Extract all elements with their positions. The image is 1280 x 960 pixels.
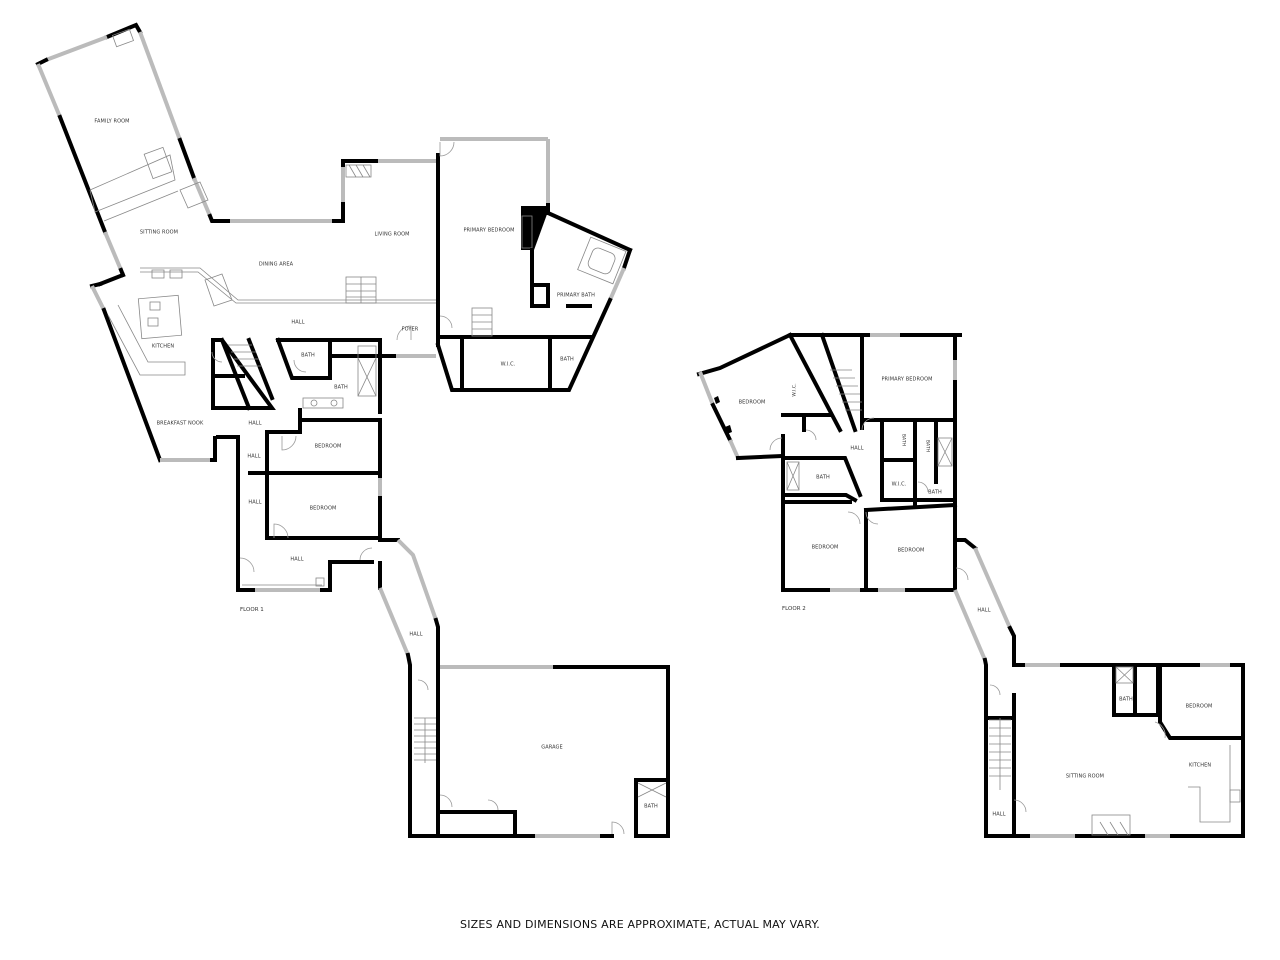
room-label-primary-bedroom: PRIMARY BEDROOM (463, 228, 514, 234)
room-label-hall-3: HALL (247, 454, 260, 460)
room-label-wic-2: W.I.C. (892, 482, 907, 488)
bath-block-walls (275, 337, 436, 422)
room-label-family-room: FAMILY ROOM (94, 119, 129, 125)
room-label-bedroom-1: BEDROOM (315, 444, 342, 450)
floor-1-labels: FAMILY ROOM SITTING ROOM DINING AREA LIV… (94, 119, 658, 810)
room-label-bath-5: BATH (1119, 697, 1133, 703)
room-label-bath-3: BATH (560, 357, 574, 363)
center-stair-walls (211, 337, 276, 411)
floor-2-label: FLOOR 2 (782, 606, 806, 612)
living-area-walls (140, 153, 440, 347)
floor-1-label: FLOOR 1 (240, 607, 264, 613)
floor-2-upper-walls (696, 332, 962, 592)
room-label-bedroom-sw: BEDROOM (812, 545, 839, 551)
floor-1-doors (211, 141, 625, 835)
kitchen-walls (89, 269, 217, 463)
room-label-hall-2: HALL (248, 421, 261, 427)
floor-2-lower-walls (953, 538, 1245, 838)
room-label-hall-5: HALL (290, 557, 303, 563)
room-label-wic-1: W.I.C. (792, 383, 798, 396)
floor-2: BEDROOM W.I.C. PRIMARY BEDROOM HALL BATH… (696, 332, 1245, 838)
room-label-kitchen: KITCHEN (152, 344, 175, 350)
room-label-hall-main: HALL (291, 320, 304, 326)
room-label-breakfast-nook: BREAKFAST NOOK (157, 421, 204, 427)
room-label-foyer: FOYER (402, 327, 419, 333)
room-label-garage-bath: BATH (644, 804, 658, 810)
connector-hall-walls (378, 538, 440, 838)
room-label-bath-3: BATH (816, 475, 830, 481)
room-label-hall-connector: HALL (409, 632, 422, 638)
room-label-sitting-room: SITTING ROOM (1066, 774, 1104, 780)
room-label-dining-area: DINING AREA (259, 262, 294, 268)
room-label-bath-4: BATH (928, 490, 942, 496)
room-label-kitchen: KITCHEN (1189, 763, 1212, 769)
room-label-bath-2: BATH (334, 385, 348, 391)
family-room-walls (35, 22, 232, 278)
floor-2-doors (769, 417, 1166, 813)
primary-wing-walls (435, 137, 633, 392)
room-label-hall-stair: HALL (992, 812, 1005, 818)
room-label-bath-2: BATH (925, 440, 931, 452)
room-label-bedroom-apt: BEDROOM (1186, 704, 1213, 710)
floor-1: FAMILY ROOM SITTING ROOM DINING AREA LIV… (35, 22, 670, 838)
room-label-bath-1: BATH (901, 434, 907, 446)
bedroom-wing-walls (216, 418, 382, 592)
room-label-sitting-room: SITTING ROOM (140, 230, 178, 236)
room-label-hall-connector: HALL (977, 608, 990, 614)
floor-2-labels: BEDROOM W.I.C. PRIMARY BEDROOM HALL BATH… (739, 377, 1213, 818)
room-label-hall-4: HALL (248, 500, 261, 506)
room-label-wic: W.I.C. (501, 362, 516, 368)
room-label-primary-bedroom: PRIMARY BEDROOM (881, 377, 932, 383)
room-label-bedroom-se: BEDROOM (898, 548, 925, 554)
room-label-primary-bath: PRIMARY BATH (557, 293, 595, 299)
garage-walls (408, 665, 670, 838)
room-label-living-room: LIVING ROOM (374, 232, 409, 238)
room-label-hall-main: HALL (850, 446, 863, 452)
room-label-bedroom-west: BEDROOM (739, 400, 766, 406)
room-label-garage: GARAGE (541, 745, 563, 751)
room-label-bedroom-2: BEDROOM (310, 506, 337, 512)
room-label-bath-1: BATH (301, 353, 315, 359)
disclaimer-text: SIZES AND DIMENSIONS ARE APPROXIMATE, AC… (460, 918, 820, 931)
